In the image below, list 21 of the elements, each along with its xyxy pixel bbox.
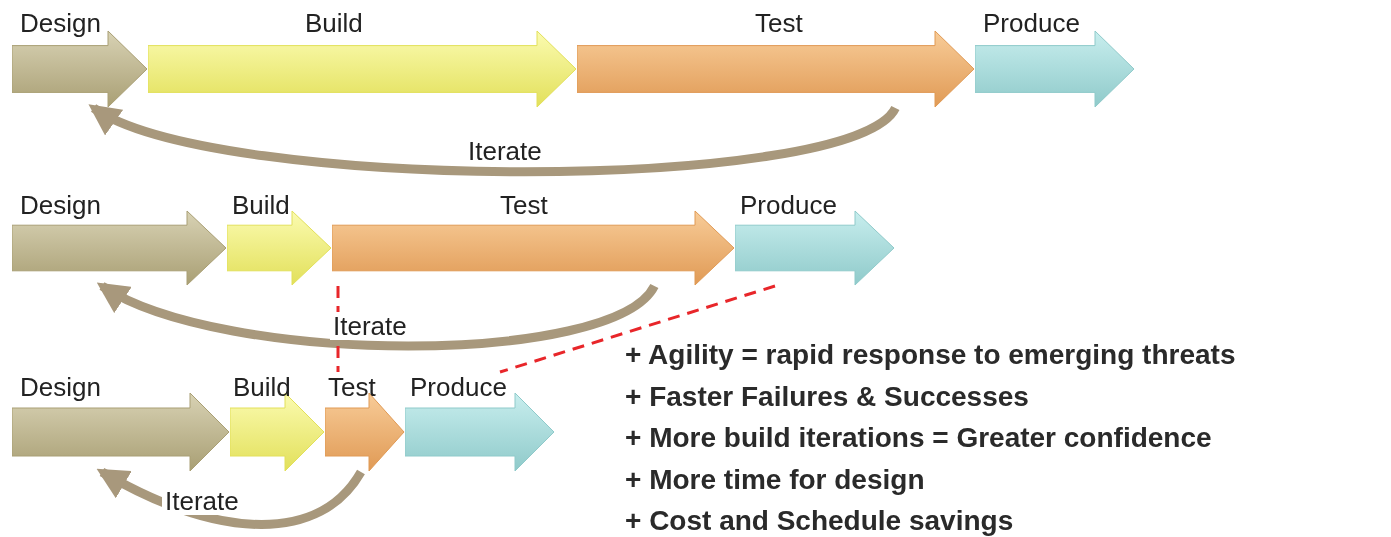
- stage-label: Produce: [983, 8, 1080, 38]
- stage-label: Test: [755, 8, 803, 38]
- benefit-text: + Agility = rapid response to emerging threats: [625, 338, 1236, 372]
- benefit-text: + Faster Failures & Successes: [625, 379, 1029, 414]
- iterate-arrow: [87, 103, 899, 177]
- stage-label: Test: [500, 190, 548, 220]
- stage-label: Produce: [740, 190, 837, 220]
- iterate-arrow: [96, 468, 365, 529]
- stage-label: Test: [328, 372, 376, 402]
- stage-label: Build: [232, 190, 290, 220]
- stage-label: Produce: [410, 372, 507, 402]
- guide-line: [499, 284, 776, 374]
- iterate-arrow: [96, 282, 658, 351]
- stage-label: Build: [233, 372, 291, 402]
- stage-label: Design: [20, 372, 101, 402]
- benefit-text: + More build iterations = Greater confidence: [625, 421, 1212, 455]
- benefit-text: + Cost and Schedule savings: [625, 504, 1014, 537]
- stage-label: Design: [20, 190, 101, 220]
- stage-label: Build: [305, 8, 363, 38]
- benefit-text: + More time for design: [625, 462, 925, 497]
- stage-label: Design: [20, 8, 101, 38]
